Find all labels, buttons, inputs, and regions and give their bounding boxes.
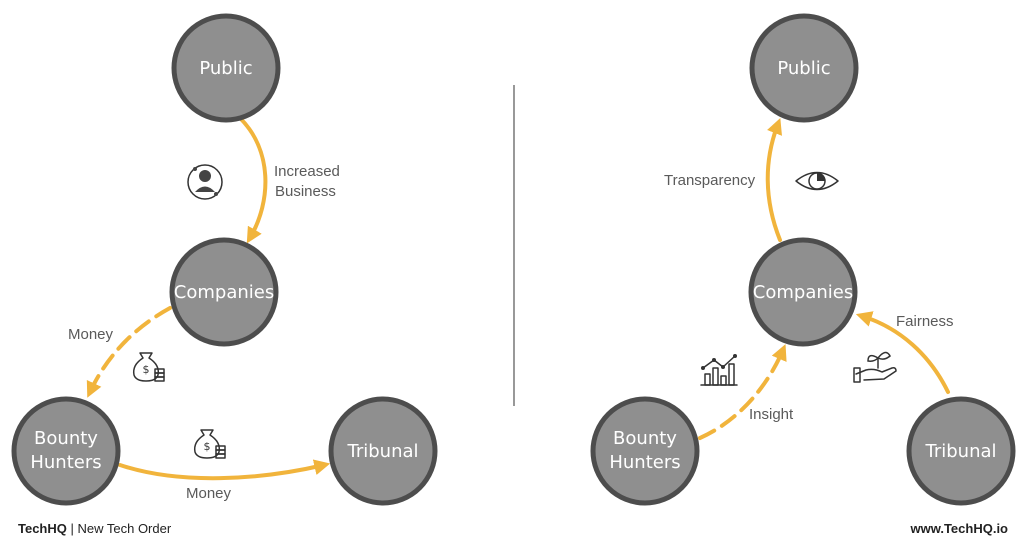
node-tribunal-label: Tribunal (346, 441, 418, 462)
node-tribunal-right: Tribunal (906, 396, 1016, 506)
node-bounty-right-label: Bounty (613, 428, 677, 449)
node-companies-label: Companies (174, 282, 274, 303)
node-companies: Companies (169, 237, 279, 347)
footer-brand-name: TechHQ (18, 521, 67, 536)
edge-label-money-1: Money (68, 326, 114, 343)
edge-label-increased: Increased (274, 163, 340, 180)
edge-label-money-2: Money (186, 485, 232, 502)
node-tribunal: Tribunal (328, 396, 438, 506)
hand-plant-icon (853, 351, 897, 383)
node-public-label: Public (199, 58, 252, 79)
node-companies-right: Companies (748, 237, 858, 347)
edge-companies-to-public (765, 118, 782, 242)
money-bag-icon: $ (193, 429, 226, 459)
edge-tribunal-to-companies (855, 311, 950, 394)
money-bag-icon: $ (132, 352, 165, 382)
edge-label-business: Business (275, 183, 336, 200)
edge-hunters-to-tribunal (118, 459, 331, 481)
node-hunters-right-label: Hunters (609, 452, 680, 473)
chart-icon (700, 354, 738, 386)
footer-url: www.TechHQ.io (910, 521, 1008, 536)
svg-text:$: $ (143, 363, 150, 376)
node-hunters-label: Hunters (30, 452, 101, 473)
customer-icon (187, 164, 223, 200)
node-companies-right-label: Companies (753, 282, 853, 303)
edge-companies-to-hunters (86, 306, 172, 398)
edge-label-insight: Insight (749, 406, 794, 423)
node-public-right: Public (749, 13, 859, 123)
eye-icon (795, 171, 839, 191)
footer-tagline: | New Tech Order (66, 521, 172, 536)
edge-hunters-to-companies (698, 344, 787, 440)
node-public: Public (171, 13, 281, 123)
node-public-right-label: Public (777, 58, 830, 79)
node-tribunal-right-label: Tribunal (924, 441, 996, 462)
node-bounty-hunters: Bounty Hunters (11, 396, 121, 506)
svg-text:$: $ (204, 440, 211, 453)
edge-public-to-companies (238, 116, 268, 244)
edge-label-transparency: Transparency (664, 172, 756, 189)
node-bounty-hunters-right: Bounty Hunters (590, 396, 700, 506)
footer-brand: TechHQ | New Tech Order (18, 521, 171, 536)
edge-label-fairness: Fairness (896, 313, 954, 330)
node-bounty-label: Bounty (34, 428, 98, 449)
